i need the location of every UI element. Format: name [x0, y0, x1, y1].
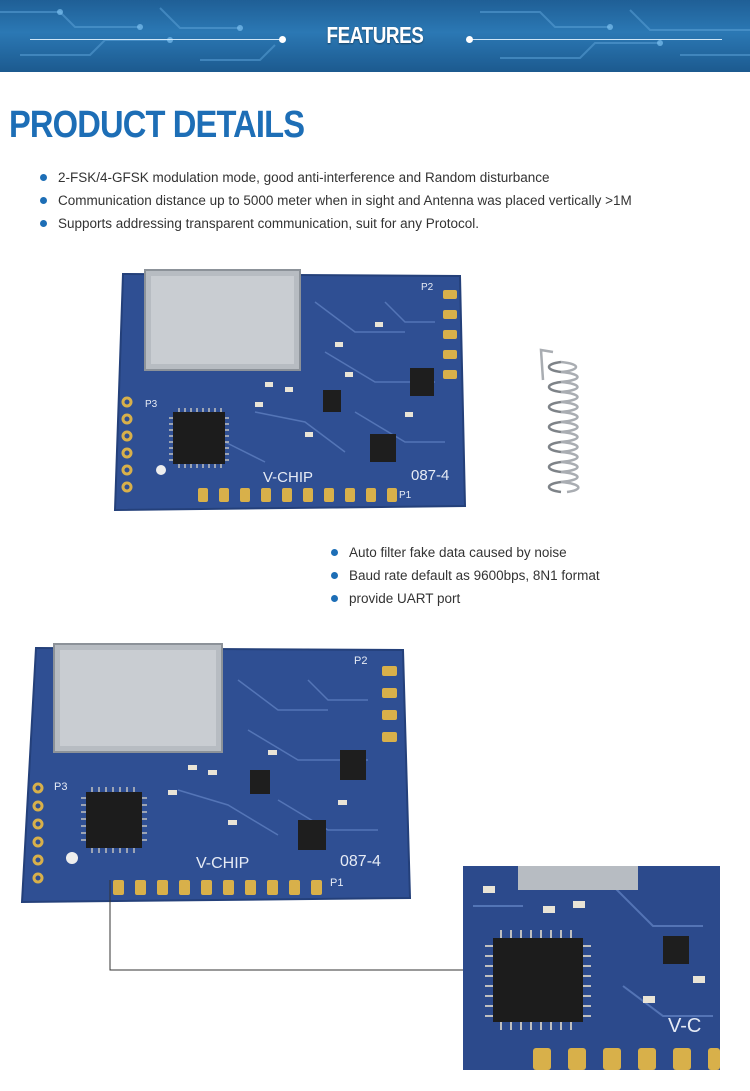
feature-text: Communication distance up to 5000 meter …	[58, 193, 632, 208]
banner-line-right	[472, 39, 722, 40]
banner-dot-icon	[279, 36, 286, 43]
silk-p3: P3	[54, 781, 67, 793]
mcu-chip	[173, 412, 225, 464]
feature-list-top: 2-FSK/4-GFSK modulation mode, good anti-…	[38, 166, 632, 235]
feature-text: Baud rate default as 9600bps, 8N1 format	[349, 568, 600, 583]
spring-antenna	[539, 348, 580, 494]
silk-p2: P2	[421, 282, 434, 293]
list-item: provide UART port	[329, 587, 600, 610]
banner-line-left	[30, 39, 280, 40]
bullet-dot-icon	[40, 197, 47, 204]
bullet-dot-icon	[331, 572, 338, 579]
feature-text: provide UART port	[349, 591, 461, 606]
module-photo-bottom: P2 P3 V-CHIP 087-4 P1	[20, 643, 412, 904]
feature-text: Auto filter fake data caused by noise	[349, 545, 567, 560]
bullet-dot-icon	[40, 220, 47, 227]
bullet-dot-icon	[331, 549, 338, 556]
callout-line	[109, 880, 510, 971]
page-title: PRODUCT DETAILS	[9, 104, 305, 146]
silk-model: 087-4	[340, 853, 381, 870]
bullet-dot-icon	[40, 174, 47, 181]
svg-text:V-C: V-C	[668, 1015, 701, 1037]
mcu-chip-zoom	[493, 938, 583, 1022]
bullet-dot-icon	[331, 595, 338, 602]
silk-p3: P3	[145, 399, 158, 410]
circuit-pattern-icon	[0, 7, 750, 61]
list-item: Communication distance up to 5000 meter …	[38, 189, 632, 212]
feature-text: 2-FSK/4-GFSK modulation mode, good anti-…	[58, 170, 550, 185]
banner-title: FEATURES	[326, 22, 424, 48]
silk-brand: V-CHIP	[263, 469, 313, 486]
silk-brand: V-CHIP	[196, 855, 249, 872]
feature-list-middle: Auto filter fake data caused by noise Ba…	[329, 541, 600, 610]
silk-p2: P2	[354, 655, 367, 667]
silk-model: 087-4	[411, 467, 449, 484]
list-item: Supports addressing transparent communic…	[38, 212, 632, 235]
silk-p1: P1	[330, 877, 343, 889]
module-photo-top: P2 P3 V-CHIP 087-4 P1	[113, 269, 580, 512]
list-item: Auto filter fake data caused by noise	[329, 541, 600, 564]
list-item: 2-FSK/4-GFSK modulation mode, good anti-…	[38, 166, 632, 189]
features-banner: FEATURES	[0, 0, 750, 72]
mcu-zoom-photo: V-C	[463, 866, 720, 1070]
feature-text: Supports addressing transparent communic…	[58, 216, 479, 231]
list-item: Baud rate default as 9600bps, 8N1 format	[329, 564, 600, 587]
mcu-chip	[86, 792, 142, 848]
banner-dot-icon	[466, 36, 473, 43]
silk-p1: P1	[399, 490, 412, 501]
